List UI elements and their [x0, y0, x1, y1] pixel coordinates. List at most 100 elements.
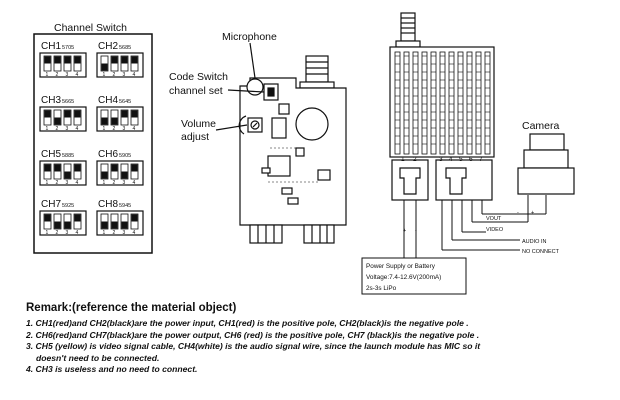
dip-number: 4 [133, 230, 136, 236]
vout-label: VOUT [486, 216, 502, 222]
dip-number: 1 [46, 230, 49, 236]
dip-number: 3 [66, 230, 69, 236]
channel-frequency: 5705 [62, 45, 74, 51]
dip-number: 2 [56, 126, 59, 132]
dip-knob [64, 221, 71, 229]
code-switch-label: Code Switch [169, 71, 228, 83]
dip-number: 3 [66, 72, 69, 78]
dip-number: 1 [46, 72, 49, 78]
dip-knob [101, 171, 108, 179]
signal-connector [435, 159, 493, 201]
dip-number: 2 [113, 180, 116, 186]
channel-frequency: 5885 [62, 153, 74, 159]
supply-line-3: 2s-3s LiPo [366, 285, 397, 292]
heatsink-fin [412, 51, 419, 155]
pin-number: 4 [449, 156, 453, 163]
dip-number: 4 [76, 180, 79, 186]
microphone-icon [246, 78, 264, 96]
dip-knob [74, 164, 81, 172]
dip-knob [64, 56, 71, 64]
no-connect-label: NO CONNECT [522, 249, 560, 255]
supply-line-2: Voltage:7.4-12.6V(200mA) [366, 274, 441, 281]
camera-minus-sign: - [517, 210, 519, 216]
module-connector-right [303, 224, 335, 244]
dip-knob [101, 63, 108, 71]
heatsink-fin [403, 51, 410, 155]
dip-number: 1 [103, 180, 106, 186]
dip-knob [54, 164, 61, 172]
dip-knob [121, 221, 128, 229]
antenna-connector [305, 55, 329, 83]
heatsink-fin [466, 51, 473, 155]
dip-knob [44, 110, 51, 118]
dip-knob [121, 171, 128, 179]
dip-number: 2 [113, 126, 116, 132]
dip-number: 2 [113, 72, 116, 78]
dip-number: 1 [103, 72, 106, 78]
dip-knob [131, 110, 138, 118]
channel-set-label: channel set [169, 85, 223, 97]
heatsink-fin [394, 51, 401, 155]
heatsink-fin [430, 51, 437, 155]
dip-knob [54, 56, 61, 64]
dip-number: 2 [56, 72, 59, 78]
audio-in-label: AUDIO IN [522, 239, 546, 245]
power-supply-box: Power Supply or Battery Voltage:7.4-12.6… [361, 257, 467, 295]
pin-number: 1 [401, 156, 405, 163]
channel-name: CH3 [41, 95, 61, 106]
crystal-component [295, 107, 329, 141]
dip-knob [74, 110, 81, 118]
dip-number: 1 [103, 230, 106, 236]
dip-number: 4 [76, 230, 79, 236]
dip-number: 3 [123, 180, 126, 186]
heatsink-fin [448, 51, 455, 155]
adjust-label: adjust [181, 131, 209, 143]
channel-frequency: 5945 [119, 203, 131, 209]
pin-number: 7 [479, 156, 483, 163]
heatsink-antenna [400, 12, 416, 42]
dip-knob [54, 117, 61, 125]
dip-number: 2 [56, 230, 59, 236]
dip-knob [44, 214, 51, 222]
dip-knob [121, 56, 128, 64]
dip-number: 1 [46, 180, 49, 186]
pin-number: 6 [469, 156, 473, 163]
dip-number: 3 [123, 126, 126, 132]
dip-number: 4 [133, 72, 136, 78]
dip-number: 4 [76, 126, 79, 132]
heatsink-fin [475, 51, 482, 155]
minus-sign: - [415, 228, 417, 234]
dip-knob [64, 110, 71, 118]
pin-number: 3 [439, 156, 443, 163]
dip-number: 3 [123, 72, 126, 78]
dip-number: 4 [133, 180, 136, 186]
remarks-section: Remark:(reference the material object) 1… [26, 302, 611, 376]
pin-number: 2 [413, 156, 417, 163]
dip-knob [131, 56, 138, 64]
channel-switch-frame [33, 33, 153, 254]
remark-item-3-continued: doesn't need to be connected. [36, 352, 160, 363]
dip-knob [74, 56, 81, 64]
camera-icon [517, 133, 575, 195]
dip-number: 3 [66, 126, 69, 132]
channel-name: CH5 [41, 149, 61, 160]
dip-number: 2 [113, 230, 116, 236]
remark-item-2: 2. CH6(red)and CH7(black)are the power o… [26, 329, 480, 340]
plus-sign: + [403, 228, 406, 234]
transmitter-heatsink [389, 12, 495, 201]
channel-frequency: 5685 [119, 45, 131, 51]
volume-rotate-arrow [238, 115, 247, 135]
dip-knob [54, 221, 61, 229]
channel-frequency: 5665 [62, 99, 74, 105]
channel-frequency: 5645 [119, 99, 131, 105]
dip-knob [131, 214, 138, 222]
